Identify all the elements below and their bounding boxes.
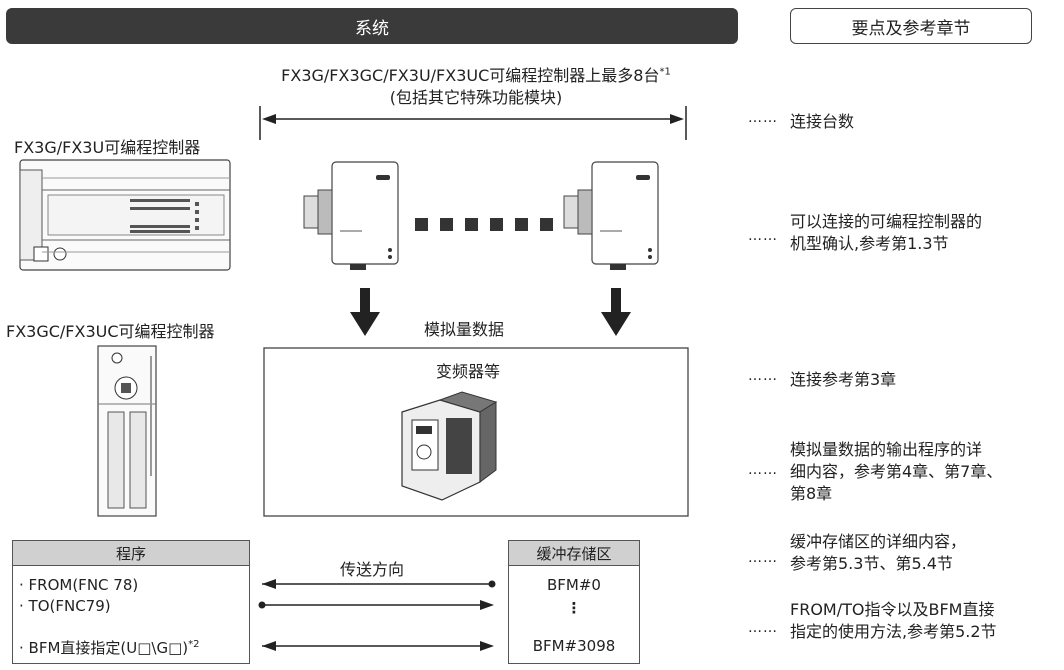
program-row-bfm: · BFM直接指定(U□\G□)*2 — [19, 637, 199, 658]
reference-header-label: 要点及参考章节 — [851, 18, 971, 39]
fx3gc-plc-image — [97, 345, 157, 517]
buffer-row-ellipsis: ⋮ — [566, 599, 582, 617]
program-row-from: · FROM(FNC 78) — [19, 576, 139, 594]
module-placeholder-dots — [415, 218, 553, 231]
buffer-row-bfm0: BFM#0 — [547, 576, 601, 594]
program-table: 程序 · FROM(FNC 78) · TO(FNC79) · BFM直接指定(… — [12, 540, 250, 664]
program-table-header: 程序 — [13, 541, 249, 566]
note-5-line2: 参考第5.3节、第5.4节 — [790, 554, 953, 573]
note-2-dots: …… — [748, 228, 778, 244]
note-4-dots: …… — [748, 462, 778, 478]
range-bracket — [259, 106, 687, 140]
analog-data-label: 模拟量数据 — [424, 320, 505, 339]
analog-module-8 — [563, 161, 659, 270]
note-6-line1: FROM/TO指令以及BFM直接 — [790, 600, 995, 619]
fx3gc-plc-label: FX3GC/FX3UC可编程控制器 — [6, 322, 215, 341]
system-header-label: 系统 — [355, 18, 389, 39]
note-2-line2: 机型确认,参考第1.3节 — [790, 234, 949, 253]
analog-module-1 — [303, 161, 399, 270]
system-header: 系统 — [6, 8, 738, 44]
note-6-dots: …… — [748, 620, 778, 636]
note-1-dots: …… — [748, 110, 778, 126]
transfer-arrows — [258, 579, 496, 651]
transfer-direction-label: 传送方向 — [340, 560, 405, 579]
max-units-caption: FX3G/FX3GC/FX3U/FX3UC可编程控制器上最多8台*1 — [236, 62, 716, 86]
inverter-label: 变频器等 — [436, 362, 501, 381]
note-2-line1: 可以连接的可编程控制器的 — [790, 212, 983, 231]
note-3: 连接参考第3章 — [790, 370, 897, 389]
note-4-line2: 细内容，参考第4章、第7章、 — [790, 462, 1003, 481]
program-row-bfm-footnote: *2 — [188, 639, 200, 650]
reference-header: 要点及参考章节 — [790, 8, 1032, 44]
max-units-line2: (包括其它特殊功能模块) — [389, 88, 563, 107]
note-6-line2: 指定的使用方法,参考第5.2节 — [790, 622, 997, 641]
down-arrow-left — [350, 288, 380, 336]
note-5-dots: …… — [748, 550, 778, 566]
fx3g-plc-image — [19, 159, 231, 271]
buffer-row-bfm3098: BFM#3098 — [532, 637, 616, 655]
down-arrow-right — [601, 288, 631, 336]
program-row-bfm-text: · BFM直接指定(U□\G□) — [19, 639, 189, 657]
note-4-line3: 第8章 — [790, 484, 833, 503]
program-row-to: · TO(FNC79) — [19, 597, 111, 615]
buffer-table: 缓冲存储区 BFM#0 ⋮ BFM#3098 — [508, 540, 640, 664]
note-3-dots: …… — [748, 368, 778, 384]
inverter-image — [401, 391, 498, 501]
note-5-line1: 缓冲存储区的详细内容， — [790, 532, 967, 551]
max-units-line1: FX3G/FX3GC/FX3U/FX3UC可编程控制器上最多8台 — [281, 66, 660, 85]
buffer-table-header: 缓冲存储区 — [509, 541, 639, 566]
max-units-footnote: *1 — [659, 66, 671, 78]
note-4-line1: 模拟量数据的输出程序的详 — [790, 440, 983, 459]
fx3g-plc-label: FX3G/FX3U可编程控制器 — [14, 138, 201, 157]
note-1: 连接台数 — [790, 112, 855, 131]
